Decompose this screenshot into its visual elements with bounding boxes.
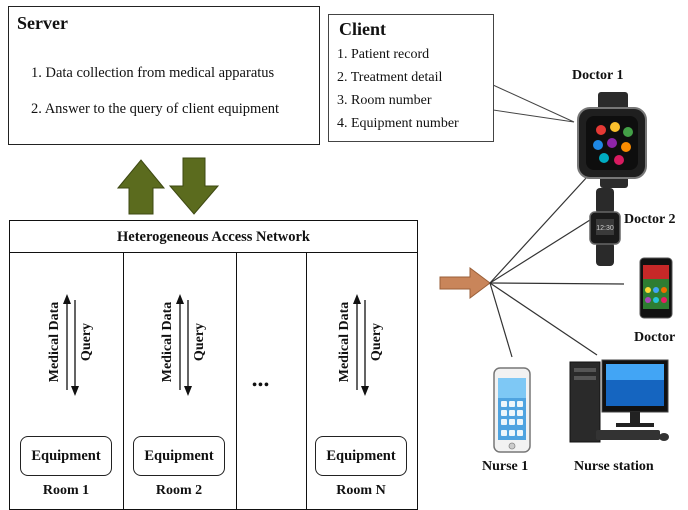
link-doctor1: [489, 164, 599, 284]
download-arrow: [168, 157, 220, 215]
client-item: 3. Room number: [337, 93, 432, 108]
divider: [236, 252, 237, 509]
link-nurse-station: [489, 282, 598, 356]
client-callout: Client 1. Patient record 2. Treatment de…: [328, 14, 494, 142]
server-item: 2. Answer to the query of client equipme…: [31, 101, 280, 117]
divider: [123, 252, 124, 509]
link-doctor: [489, 282, 625, 285]
iphone-icon: [493, 367, 531, 453]
equipment-label: Equipment: [31, 448, 101, 464]
server-box: Server 1. Data collection from medical a…: [8, 6, 320, 145]
link-doctor2: [489, 219, 591, 284]
network-title: Heterogeneous Access Network: [116, 229, 311, 245]
client-title: Client: [339, 19, 386, 39]
room-label: Room 2: [155, 483, 203, 498]
nurse1-label: Nurse 1: [482, 459, 529, 474]
room-label: Room N: [336, 483, 386, 498]
doctor-label: Doctor: [634, 330, 676, 345]
divider: [10, 252, 417, 253]
medical-data-label: Medical Data: [337, 301, 352, 383]
equipment-label: Equipment: [144, 448, 214, 464]
client-item: 1. Patient record: [337, 47, 430, 62]
divider: [306, 252, 307, 509]
link-nurse1: [489, 282, 513, 358]
more-rooms-ellipsis: •••: [252, 378, 270, 393]
upload-arrow: [116, 159, 166, 215]
svg-text:12:30: 12:30: [596, 225, 614, 232]
room-label: Room 1: [42, 483, 90, 498]
nurse-station-label: Nurse station: [574, 459, 654, 474]
fitness-band-icon: 12:30: [589, 188, 621, 266]
query-label: Query: [369, 322, 384, 362]
equipment-label: Equipment: [326, 448, 396, 464]
client-item: 4. Equipment number: [337, 116, 459, 131]
smartphone-icon: [639, 257, 673, 319]
equipment-box: Equipment: [20, 436, 112, 476]
doctor2-label: Doctor 2: [624, 212, 676, 227]
server-title: Server: [17, 13, 68, 33]
server-item: 1. Data collection from medical apparatu…: [31, 65, 275, 81]
doctor1-label: Doctor 1: [572, 68, 624, 83]
smartwatch-icon: [577, 92, 647, 188]
wireless-arrow: [439, 267, 491, 299]
equipment-box: Equipment: [315, 436, 407, 476]
client-item: 2. Treatment detail: [337, 70, 443, 85]
equipment-box: Equipment: [133, 436, 225, 476]
desktop-computer-icon: [569, 359, 669, 443]
